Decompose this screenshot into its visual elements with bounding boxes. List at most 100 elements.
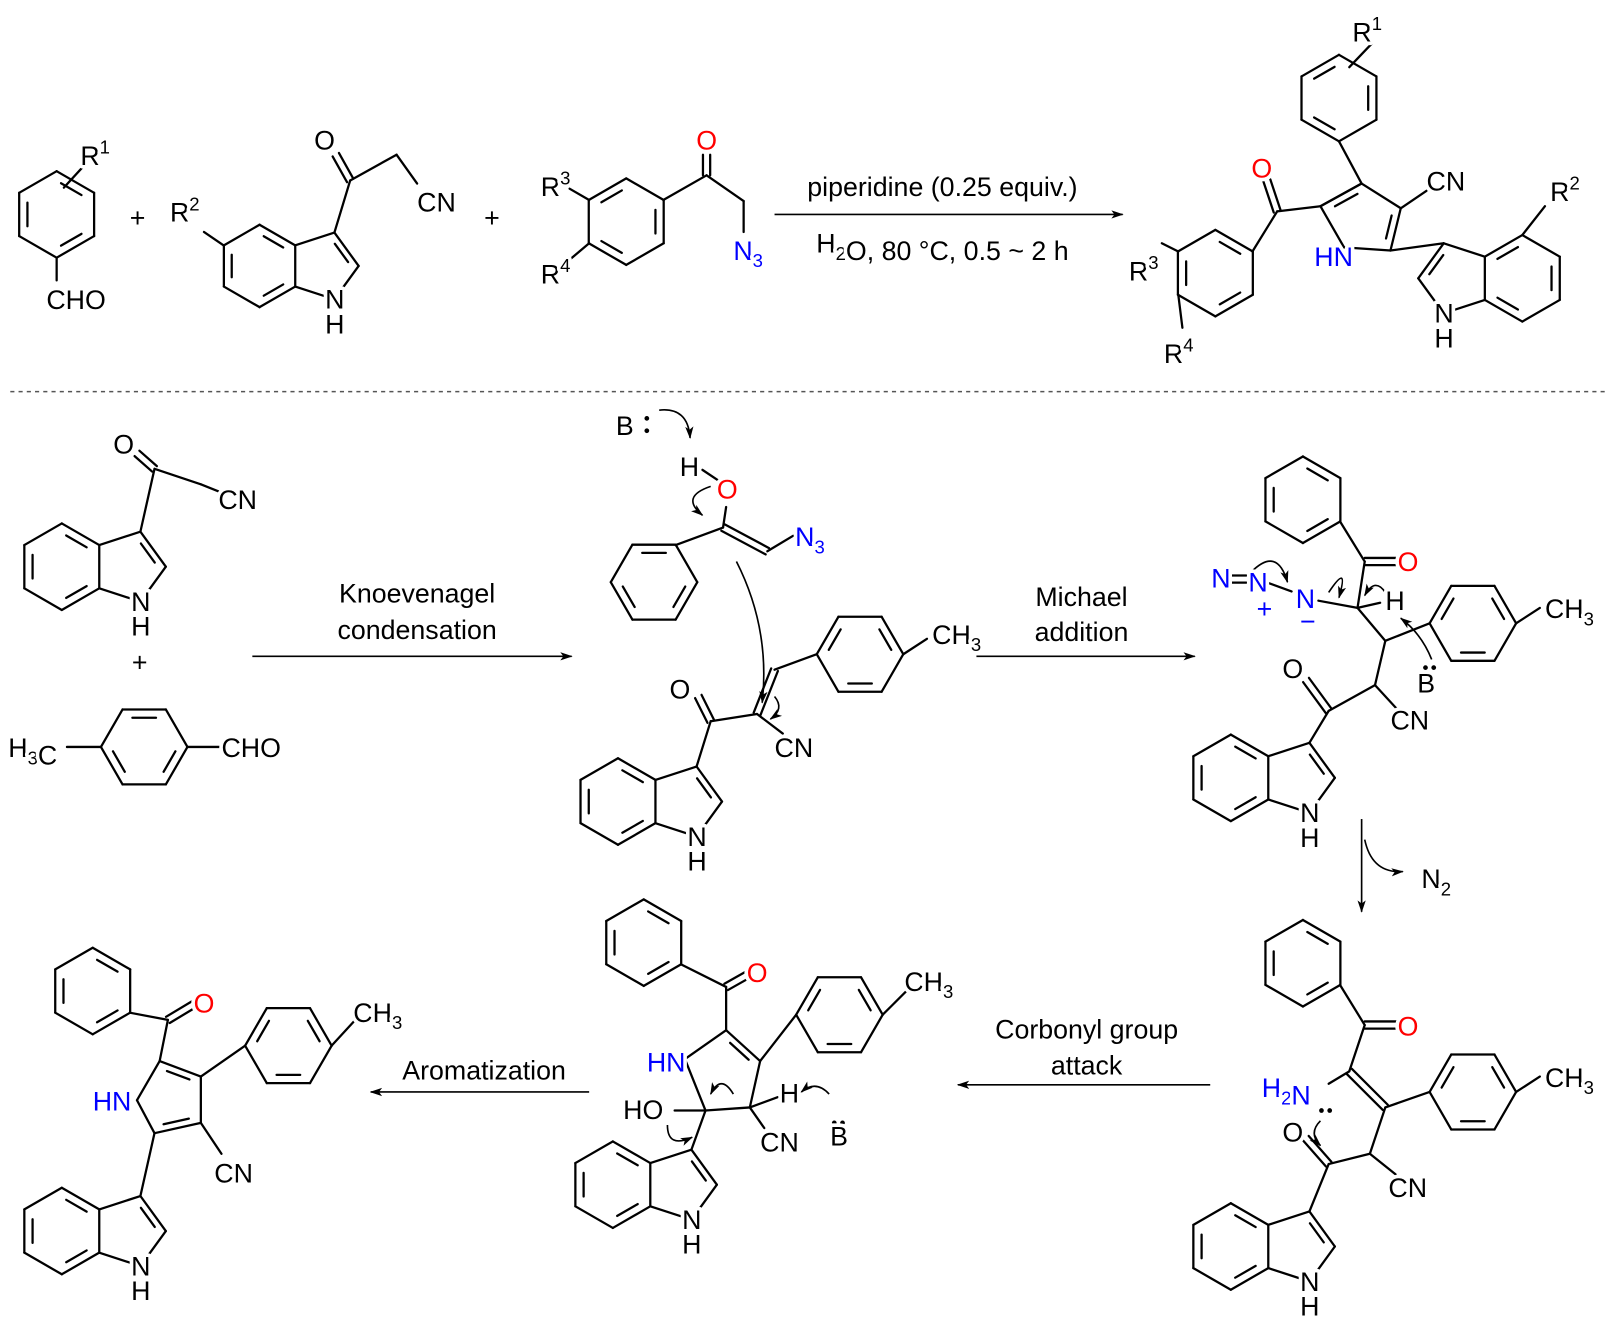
methyl-group: CH3 xyxy=(904,967,953,1002)
bond xyxy=(859,976,884,1016)
subscript: 3 xyxy=(1584,1077,1594,1098)
bond xyxy=(60,587,101,612)
bond xyxy=(1350,1067,1389,1107)
bond xyxy=(728,1041,750,1061)
label-part: HN xyxy=(647,1047,686,1077)
bond xyxy=(308,1007,333,1047)
bond xyxy=(1214,228,1254,253)
bond xyxy=(256,1019,271,1043)
label-part: H xyxy=(687,847,706,877)
label-part: N xyxy=(131,1251,150,1281)
indole-nitrogen: N xyxy=(1300,1267,1319,1297)
bond xyxy=(1338,520,1366,563)
bond xyxy=(1428,253,1445,276)
bond xyxy=(330,1018,357,1047)
supscript: 2 xyxy=(1569,173,1579,194)
label-part: O xyxy=(1398,1011,1419,1041)
lone-pair-dot xyxy=(1423,665,1428,671)
indole-nitrogen: N xyxy=(1434,299,1453,329)
bond xyxy=(65,1249,88,1264)
bond xyxy=(139,467,156,533)
label-part: Corbonyl group xyxy=(995,1014,1178,1044)
label-part: N xyxy=(1421,864,1440,894)
label-part: Aromatization xyxy=(402,1056,566,1086)
bond xyxy=(139,565,167,603)
label-part: N xyxy=(131,587,150,617)
carbonyl-oxygen: O xyxy=(314,126,335,156)
nitrogen-byproduct: N2 xyxy=(1421,864,1451,899)
bond xyxy=(54,1011,94,1036)
nitrile-group: CN xyxy=(214,1159,253,1189)
bond xyxy=(723,969,750,985)
bond xyxy=(1428,584,1453,625)
bond xyxy=(748,1059,762,1109)
bond xyxy=(54,946,94,971)
carbonyl-oxygen: O xyxy=(1251,153,1272,183)
bond xyxy=(674,581,699,621)
bond xyxy=(679,963,728,989)
bond xyxy=(1192,798,1232,823)
indole-hydrogen: H xyxy=(682,1230,701,1260)
label-part: O xyxy=(1282,1117,1303,1147)
label-part: C xyxy=(1545,1063,1564,1093)
bond xyxy=(1312,116,1336,131)
amino-group: H2N xyxy=(1262,1073,1311,1110)
bond xyxy=(1308,1162,1330,1213)
bond xyxy=(1319,182,1363,208)
label-part: B xyxy=(830,1122,848,1152)
bond xyxy=(574,1140,614,1165)
bond xyxy=(752,667,773,714)
bond xyxy=(700,693,716,721)
curved-electron-arrow xyxy=(1327,577,1347,599)
bond xyxy=(1308,709,1330,744)
indole-hydrogen: H xyxy=(1300,823,1319,853)
bond xyxy=(759,669,780,717)
label-part: O xyxy=(194,989,215,1019)
bond xyxy=(1356,560,1366,610)
bond xyxy=(1317,599,1359,610)
label-part: O xyxy=(696,126,717,156)
bond xyxy=(1384,214,1393,240)
bond xyxy=(1308,1245,1336,1283)
bond xyxy=(1267,1210,1311,1226)
bond xyxy=(1348,42,1374,69)
pyrrole-nh: HN xyxy=(93,1087,132,1117)
indole-hydrogen: H xyxy=(1434,323,1453,353)
bond xyxy=(91,946,132,971)
label-part: R xyxy=(1164,339,1183,369)
carbonyl-oxygen: O xyxy=(1398,1011,1419,1041)
bond xyxy=(65,584,88,600)
bond xyxy=(1267,1266,1311,1283)
label-part: + xyxy=(130,203,146,233)
azide-group: N3 xyxy=(733,236,763,271)
bond xyxy=(333,242,350,264)
bond xyxy=(642,898,683,923)
lone-pair-dot xyxy=(1327,1108,1333,1113)
label-part: R xyxy=(1352,17,1371,47)
subscript: 2 xyxy=(1441,878,1451,899)
bond xyxy=(1491,1066,1506,1089)
r3-substituent: R3 xyxy=(1129,252,1159,286)
bond xyxy=(222,285,261,309)
bond xyxy=(616,1152,639,1167)
bond xyxy=(1333,192,1359,208)
bond xyxy=(724,1029,762,1063)
bond xyxy=(164,708,189,749)
label-part: O xyxy=(669,675,690,705)
label-part: H xyxy=(780,1078,799,1108)
bond xyxy=(258,223,297,247)
bond xyxy=(306,1019,321,1043)
lone-pair-dot xyxy=(644,416,650,421)
bond xyxy=(23,587,63,612)
bond xyxy=(1308,753,1325,775)
bond xyxy=(165,1069,191,1081)
acidic-hydrogen: H xyxy=(780,1078,799,1108)
base-label: B xyxy=(830,1122,848,1152)
subscript: 3 xyxy=(943,981,953,1002)
label-part: C xyxy=(1545,594,1564,624)
bonds-layer xyxy=(10,42,1607,1291)
label-part: CN xyxy=(760,1128,799,1158)
bond xyxy=(202,230,225,247)
label-part: + xyxy=(132,648,148,678)
